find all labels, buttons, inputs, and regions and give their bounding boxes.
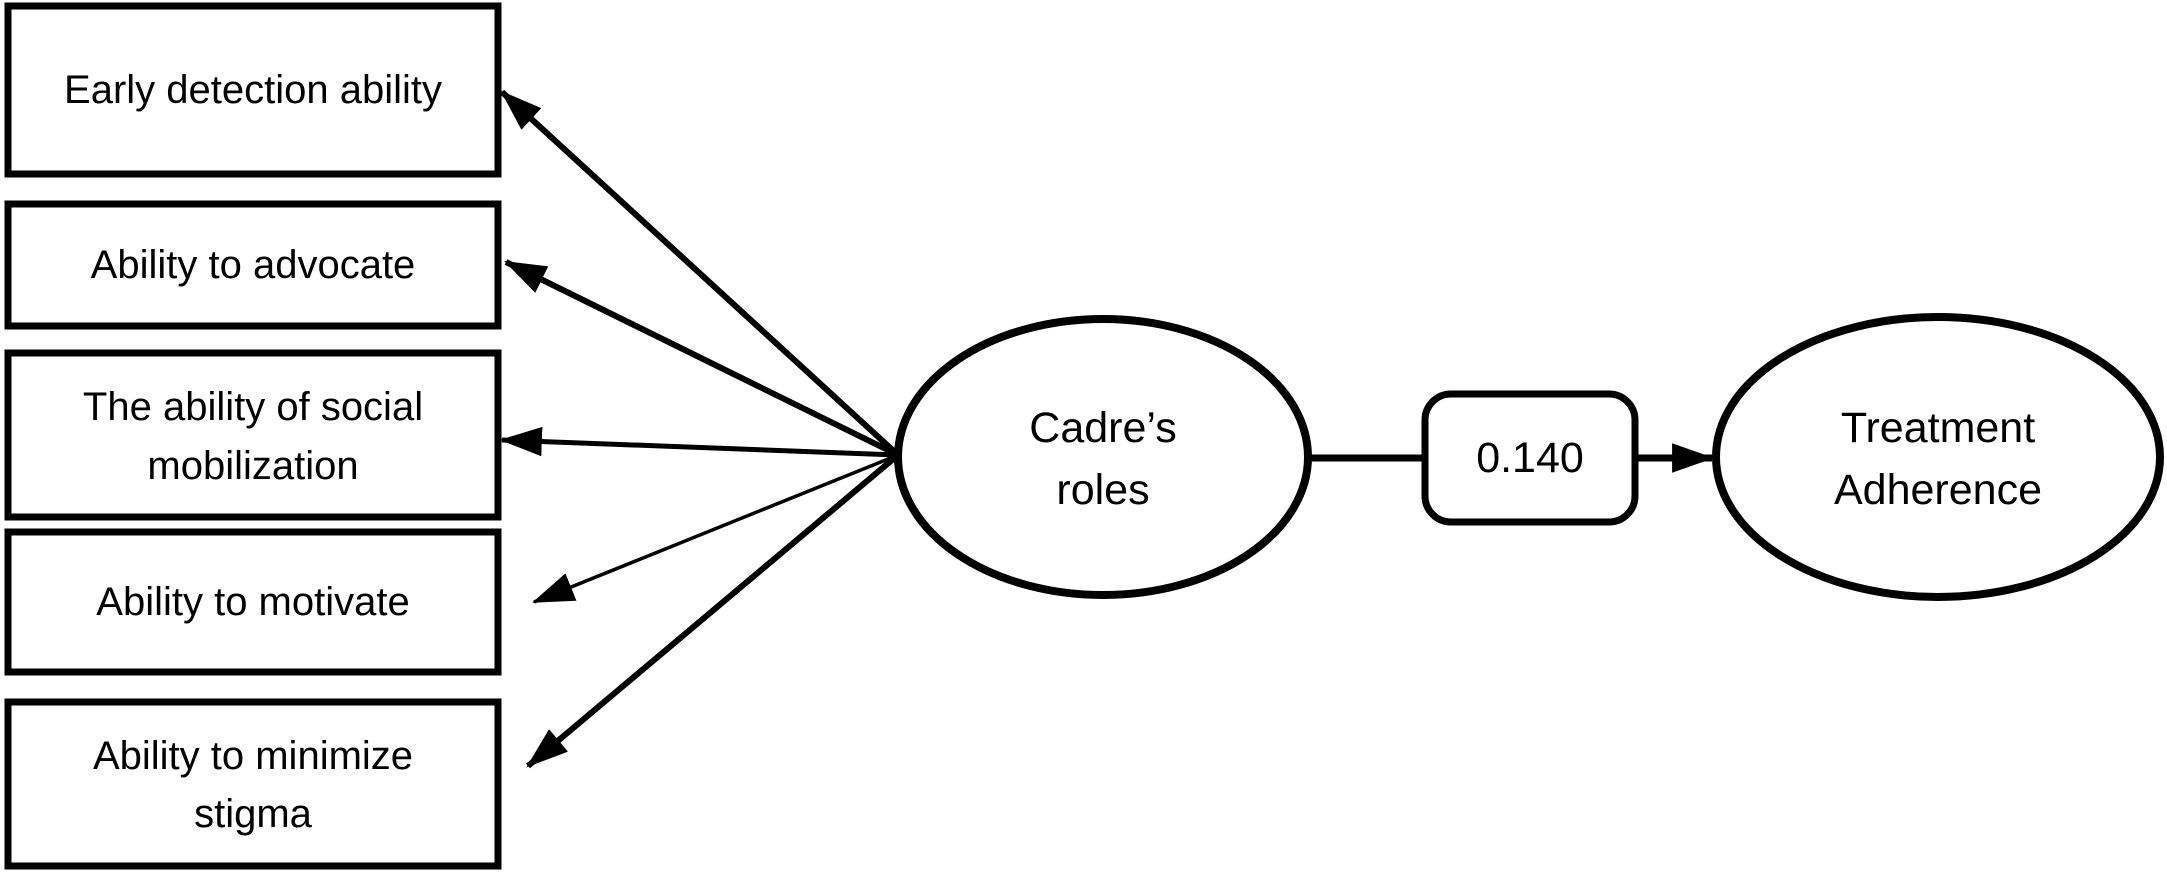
latent-label-cadres-roles-line2: roles [1056,466,1149,514]
latent-label-treatment-adherence-line1: Treatment [1841,404,2035,452]
loading-arrow-motivate [532,453,899,604]
indicator-label-social-mobilization-line1: The ability of social [83,385,423,429]
latent-ellipse-treatment-adherence [1712,313,2164,601]
indicator-label-minimize-stigma-line2: stigma [194,792,313,836]
indicator-label-minimize-stigma-line1: Ability to minimize [93,734,413,778]
indicator-box-early-detection [4,2,502,178]
indicator-box-social-mobilization [4,349,502,521]
latent-label-cadres-roles-line1: Cadre’s [1029,404,1176,452]
indicator-label-advocate: Ability to advocate [91,243,416,287]
latent-ellipse-cadres-roles [894,315,1312,599]
loading-arrow-advocate [504,259,900,458]
indicator-box-motivate [4,528,502,676]
loading-arrow-minimize-stigma [526,452,900,769]
indicator-box-advocate [4,200,502,330]
indicator-label-early-detection: Early detection ability [64,68,442,112]
indicator-label-social-mobilization-line2: mobilization [147,444,358,488]
indicator-box-minimize-stigma [4,698,502,870]
coefficient-value: 0.140 [1476,434,1584,482]
loading-arrow-early-detection [499,89,901,458]
latent-label-treatment-adherence-line2: Adherence [1834,466,2042,514]
indicator-label-motivate: Ability to motivate [96,580,409,624]
loading-arrow-social-mobilization [499,426,899,458]
